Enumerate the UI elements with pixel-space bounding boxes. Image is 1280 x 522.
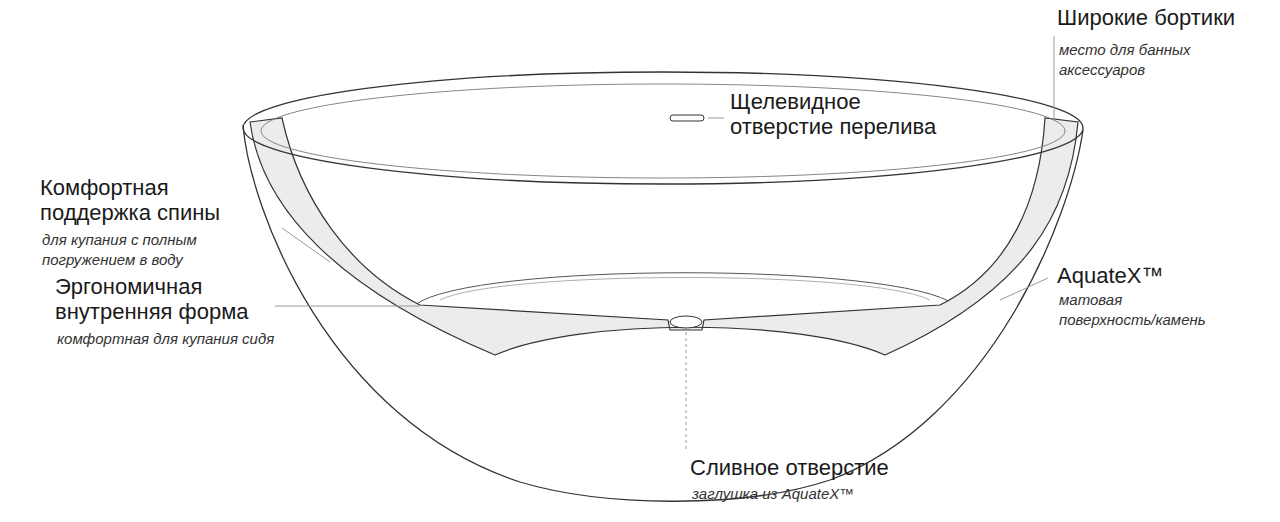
tub-floor [415, 273, 955, 305]
leader-line [282, 228, 330, 262]
tub-rim [243, 72, 1083, 184]
tub-floor-inner [440, 278, 930, 301]
part-name: Широкие бортики [1057, 6, 1272, 31]
leader-line [686, 332, 687, 452]
leader-line [708, 118, 724, 119]
leader-lines [275, 36, 1054, 452]
part-note: матовая поверхность/камень [1059, 290, 1219, 329]
part-note: заглушка из AquateX™ [692, 484, 932, 504]
part-name: AquateX™ [1057, 264, 1257, 289]
part-name: Эргономичная внутренняя форма [55, 275, 277, 324]
tub-section [250, 118, 1078, 355]
part-name: Сливное отверстие [690, 456, 950, 481]
leader-line [1000, 278, 1048, 300]
leader-line [275, 306, 420, 307]
part-note: комфортная для купания сидя [57, 329, 317, 349]
tub-rim-inner [261, 84, 1065, 178]
part-name: Щелевидное отверстие перелива [730, 90, 952, 139]
leader-line [1054, 36, 1055, 120]
drain [670, 316, 702, 328]
part-name: Комфортная поддержка спины [40, 176, 245, 225]
overflow-slot [670, 115, 704, 121]
part-note: для купания с полным погружением в воду [42, 230, 242, 269]
part-note: место для банных аксессуаров [1059, 40, 1249, 79]
